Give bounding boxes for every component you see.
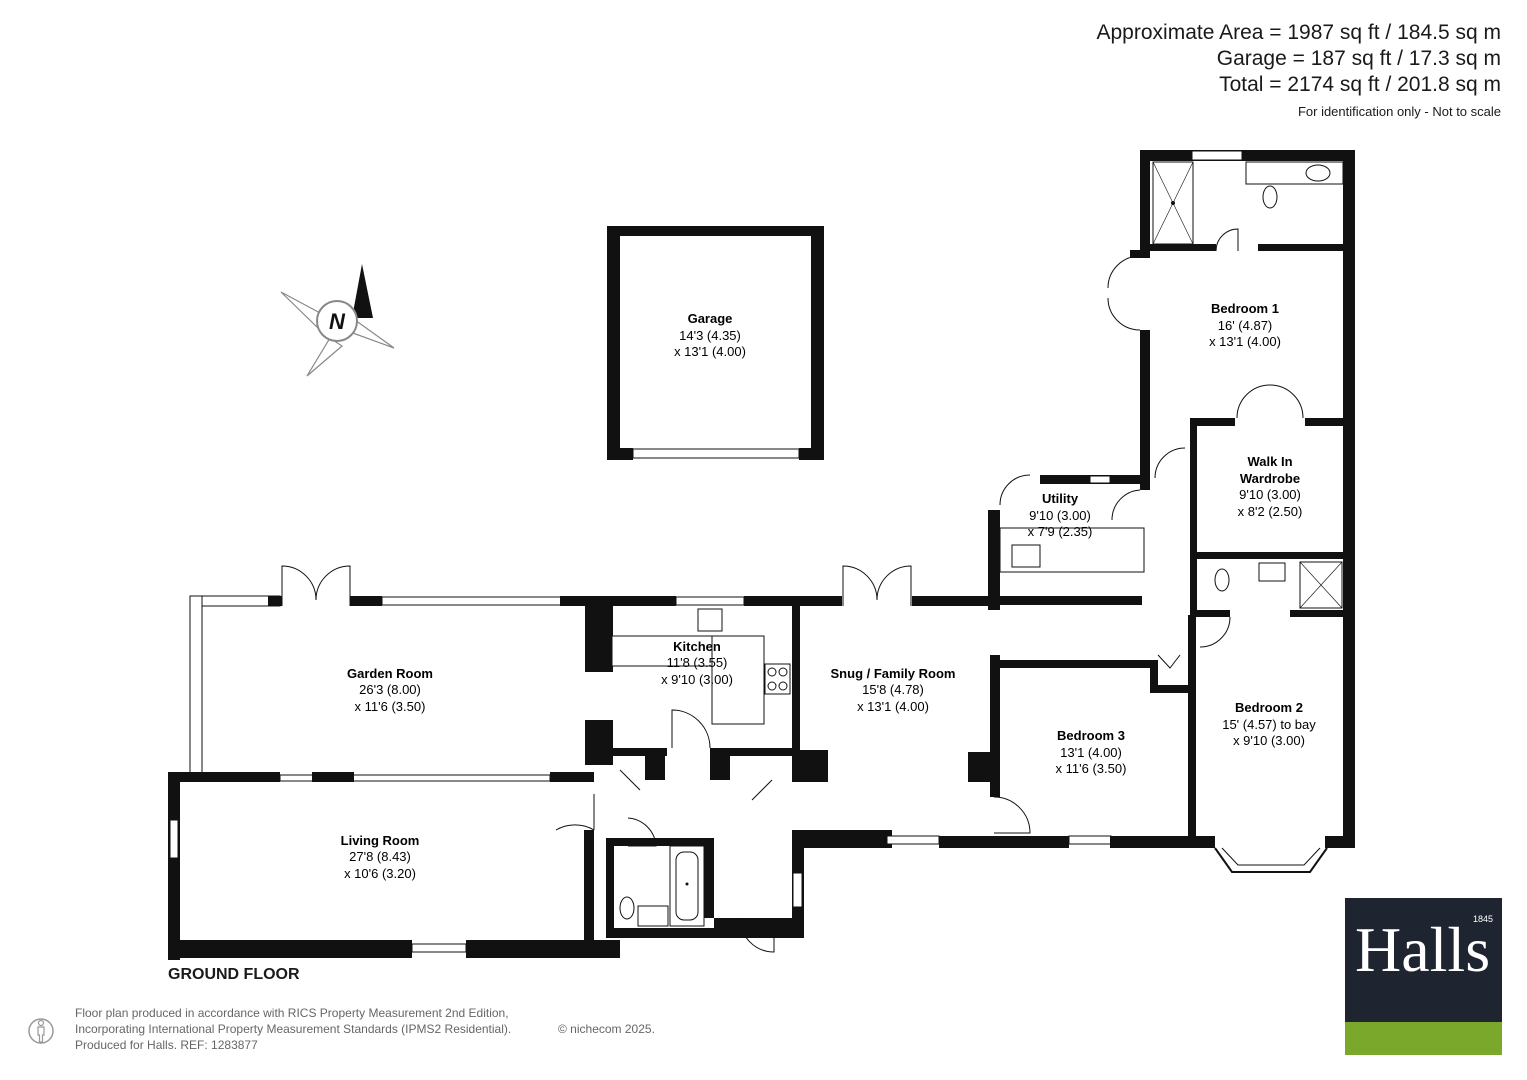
footer-notes: Floor plan produced in accordance with R… <box>75 1005 655 1053</box>
garage-label: Garage <box>688 311 733 326</box>
bedroom1-walls <box>1107 150 1355 848</box>
utility-walls <box>988 447 1186 610</box>
bedroom2-dim1: 15' (4.57) to bay <box>1222 717 1316 732</box>
bedroom3-label: Bedroom 3 <box>1057 728 1125 743</box>
bedroom1-label: Bedroom 1 <box>1211 301 1279 316</box>
bedroom2-dim2: x 9'10 (3.00) <box>1233 733 1305 748</box>
kitchen-label: Kitchen <box>673 639 721 654</box>
garden-room-dim1: 26'3 (8.00) <box>359 682 421 697</box>
compass-north-label: N <box>329 309 346 334</box>
halls-logo: Halls 1845 <box>1345 898 1502 1055</box>
area-summary: Approximate Area = 1987 sq ft / 184.5 sq… <box>1097 20 1502 119</box>
logo-word: Halls <box>1355 914 1491 985</box>
utility-dim2: x 7'9 (2.35) <box>1028 524 1093 539</box>
bedroom1-dim1: 16' (4.87) <box>1218 318 1273 333</box>
utility-label: Utility <box>1042 491 1079 506</box>
scale-note: For identification only - Not to scale <box>1297 104 1501 119</box>
bedroom2-label: Bedroom 2 <box>1235 700 1303 715</box>
utility-dim1: 9'10 (3.00) <box>1029 508 1091 523</box>
walkin-label1: Walk In <box>1247 454 1292 469</box>
kitchen-dim2: x 9'10 (3.00) <box>661 672 733 687</box>
living-room-dim2: x 10'6 (3.20) <box>344 866 416 881</box>
snug-dim1: 15'8 (4.78) <box>862 682 924 697</box>
living-room-label: Living Room <box>341 833 420 848</box>
approximate-area: Approximate Area = 1987 sq ft / 184.5 sq… <box>1096 21 1502 44</box>
footer-line-1: Floor plan produced in accordance with R… <box>75 1006 509 1020</box>
kitchen-dim1: 11'8 (3.55) <box>667 655 728 670</box>
garage-dim1: 14'3 (4.35) <box>679 328 741 343</box>
room-labels: Garage 14'3 (4.35) x 13'1 (4.00) Bedroom… <box>341 301 1317 881</box>
snug-label: Snug / Family Room <box>831 666 956 681</box>
bedroom3-dim2: x 11'6 (3.50) <box>1056 761 1127 776</box>
bedroom1-dim2: x 13'1 (4.00) <box>1209 334 1281 349</box>
garage-area: Garage = 187 sq ft / 17.3 sq m <box>1216 47 1501 70</box>
logo-year: 1845 <box>1472 914 1493 924</box>
garage-dim2: x 13'1 (4.00) <box>674 344 746 359</box>
compass-icon: N <box>280 264 395 377</box>
walkin-dim2: x 8'2 (2.50) <box>1238 504 1303 519</box>
living-room-dim1: 27'8 (8.43) <box>349 849 411 864</box>
copyright: © nichecom 2025. <box>558 1022 655 1036</box>
total-area: Total = 2174 sq ft / 201.8 sq m <box>1219 73 1501 96</box>
walkin-dim1: 9'10 (3.00) <box>1239 487 1301 502</box>
bedroom3-dim1: 13'1 (4.00) <box>1060 745 1122 760</box>
person-icon <box>28 1018 54 1044</box>
logo-accent-bar <box>1345 1022 1502 1055</box>
floor-label: GROUND FLOOR <box>168 966 300 983</box>
main-walls <box>168 565 1355 960</box>
snug-dim2: x 13'1 (4.00) <box>857 699 929 714</box>
garden-room-dim2: x 11'6 (3.50) <box>355 699 426 714</box>
walkin-label2: Wardrobe <box>1240 471 1300 486</box>
ensuite2 <box>1190 559 1345 648</box>
garage-walls <box>607 226 824 460</box>
garden-room-label: Garden Room <box>347 666 433 681</box>
footer-line-3: Produced for Halls. REF: 1283877 <box>75 1038 258 1052</box>
footer-line-2: Incorporating International Property Mea… <box>75 1022 512 1036</box>
